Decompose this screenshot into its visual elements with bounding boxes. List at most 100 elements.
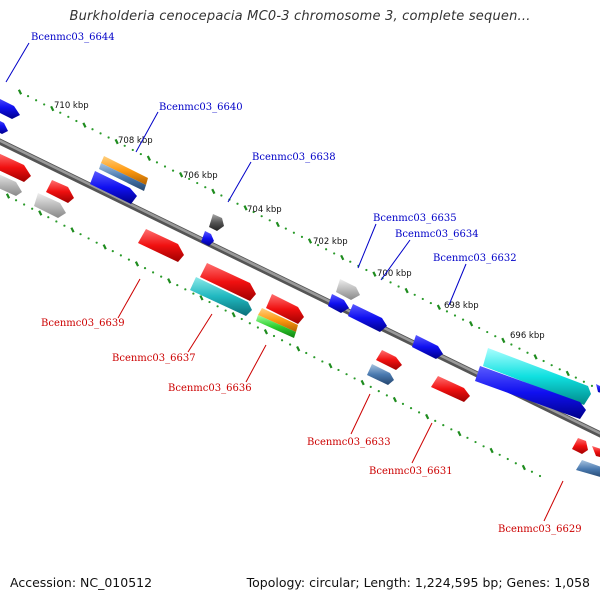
gene-arrow[interactable]: [201, 231, 214, 246]
gene-label[interactable]: Bcenmc03_6644: [31, 32, 115, 43]
reverse-gene-labels: Bcenmc03_6639 Bcenmc03_6637 Bcenmc03_663…: [41, 318, 582, 535]
ruler-dot: [369, 385, 372, 389]
ruler-dot: [111, 250, 114, 253]
gene-arrow[interactable]: [348, 304, 387, 332]
gene-label[interactable]: Bcenmc03_6633: [307, 437, 391, 448]
inner-dotted-track: [5, 193, 542, 478]
gene-arrow[interactable]: [376, 350, 402, 370]
ruler-dot: [353, 377, 356, 380]
gene-arrow[interactable]: [190, 277, 252, 316]
topology-summary: Topology: circular; Length: 1,224,595 bp…: [246, 575, 590, 590]
ruler-dot: [268, 219, 271, 222]
ruler-dot: [494, 335, 497, 338]
ruler-dot: [256, 326, 259, 329]
ruler-dot: [240, 317, 243, 321]
gene-arrow[interactable]: [90, 171, 137, 204]
ruler-dot: [461, 318, 465, 321]
gene-arrow[interactable]: [0, 153, 31, 182]
gene-label[interactable]: Bcenmc03_6637: [112, 353, 196, 364]
gene-label[interactable]: Bcenmc03_6636: [168, 383, 252, 394]
gene-arrow[interactable]: [431, 376, 470, 402]
ruler-dot: [107, 136, 110, 139]
ruler-dot: [498, 453, 501, 456]
ruler-dot: [91, 128, 94, 131]
ruler-dot: [184, 288, 187, 291]
ruler-tick: [167, 278, 172, 284]
gene-label[interactable]: Bcenmc03_6640: [159, 102, 243, 113]
ruler-dot: [87, 237, 90, 240]
gene-arrow[interactable]: [483, 348, 591, 405]
ruler-dot: [55, 220, 58, 223]
ruler-dot: [192, 292, 195, 295]
gene-arrow[interactable]: [200, 263, 256, 301]
ruler-dot: [321, 360, 324, 363]
kbp-label: 700 kbp: [377, 269, 412, 279]
ruler-dot: [119, 254, 122, 257]
gene-arrow[interactable]: [209, 214, 224, 231]
ruler-tick: [436, 304, 441, 310]
ruler-dot: [220, 194, 223, 197]
gene-arrow[interactable]: [138, 229, 184, 262]
ruler-dot: [474, 440, 477, 444]
ruler-tick: [296, 345, 301, 352]
ruler-dot: [478, 326, 481, 330]
ruler-tick: [392, 396, 397, 403]
gene-arrow[interactable]: [101, 156, 148, 185]
gene-arrow[interactable]: [256, 315, 296, 338]
gene-arrow[interactable]: [258, 308, 298, 332]
ruler-dot: [99, 132, 102, 135]
outer-dotted-track: [17, 89, 600, 393]
ruler-dot: [313, 356, 316, 359]
gene-label[interactable]: Bcenmc03_6629: [498, 524, 582, 535]
ruler-dot: [413, 293, 416, 296]
gene-arrow[interactable]: [592, 446, 600, 458]
ruler-dot: [401, 402, 405, 405]
gene-arrow[interactable]: [336, 279, 360, 300]
ruler-dot: [204, 186, 207, 189]
gene-arrow[interactable]: [46, 180, 74, 203]
gene-features: [0, 96, 600, 478]
ruler-dot: [325, 248, 328, 251]
gene-arrow[interactable]: [0, 172, 22, 196]
gene-arrow[interactable]: [576, 460, 600, 478]
gene-arrow[interactable]: [475, 366, 586, 419]
gene-arrow[interactable]: [328, 294, 349, 313]
gene-arrow[interactable]: [596, 384, 600, 394]
ruler-dot: [450, 428, 453, 431]
ruler-dot: [349, 260, 352, 263]
kbp-label: 702 kbp: [313, 237, 348, 247]
ruler-tick: [360, 379, 365, 386]
ruler-tick: [307, 238, 313, 244]
gene-label[interactable]: Bcenmc03_6632: [433, 253, 517, 264]
gene-arrow[interactable]: [412, 335, 443, 359]
gene-arrow[interactable]: [367, 364, 394, 385]
gene-arrow[interactable]: [266, 294, 304, 324]
gene-label[interactable]: Bcenmc03_6639: [41, 318, 125, 329]
ruler-dot: [417, 411, 421, 414]
ruler-dot: [316, 244, 320, 247]
ruler-dot: [67, 115, 70, 118]
ruler-dot: [139, 152, 142, 156]
gene-label[interactable]: Bcenmc03_6638: [252, 152, 336, 163]
ruler-dot: [236, 202, 239, 205]
ruler-dot: [442, 423, 445, 427]
ruler-dot: [151, 271, 155, 274]
gene-arrow[interactable]: [34, 193, 66, 218]
ruler-tick: [70, 227, 75, 233]
gene-arrow[interactable]: [99, 163, 146, 191]
ruler-dot: [196, 181, 199, 185]
forward-gene-labels: Bcenmc03_6644 Bcenmc03_6640 Bcenmc03_663…: [31, 32, 517, 264]
gene-label[interactable]: Bcenmc03_6634: [395, 229, 479, 240]
gene-label[interactable]: Bcenmc03_6635: [373, 213, 457, 224]
ruler-dot: [345, 373, 348, 376]
gene-arrow[interactable]: [0, 118, 8, 134]
ruler-tick: [17, 89, 23, 95]
ruler-dot: [526, 351, 529, 354]
gene-arrow[interactable]: [0, 96, 20, 119]
ruler-dot: [445, 310, 449, 313]
ruler-tick: [489, 447, 494, 454]
gene-arrow[interactable]: [572, 438, 588, 454]
ruler-dot: [538, 474, 542, 478]
ruler-tick: [38, 210, 43, 216]
gene-label[interactable]: Bcenmc03_6631: [369, 466, 453, 477]
